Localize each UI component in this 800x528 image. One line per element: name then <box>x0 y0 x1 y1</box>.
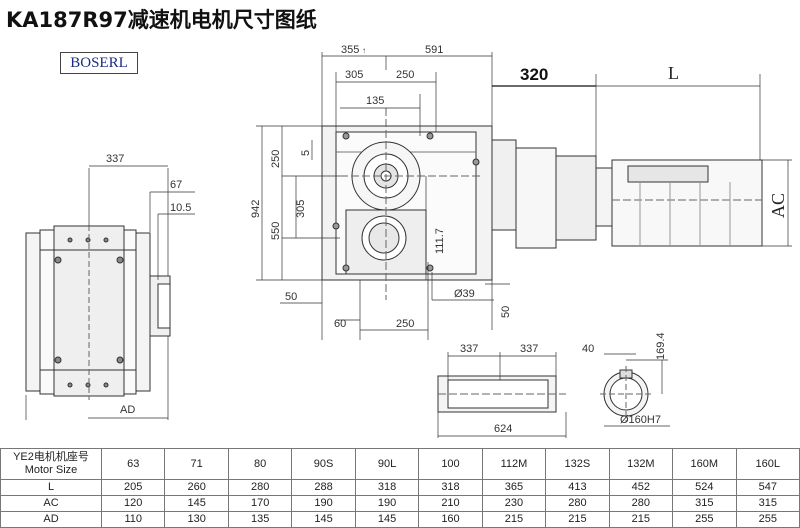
left-side-view <box>25 165 195 420</box>
row-label: AD <box>0 511 102 528</box>
dim-L: L <box>668 63 679 83</box>
table-cell: 547 <box>735 479 800 496</box>
dim-v550: 550 <box>270 222 282 240</box>
dim-337-left: 337 <box>106 153 124 165</box>
dim-b50: 50 <box>285 291 297 303</box>
table-row: AC 120 145 170 190 190 210 230 280 280 3… <box>0 495 800 512</box>
table-row: AD 110 130 135 145 145 160 215 215 215 2… <box>0 511 800 528</box>
table-cell: 365 <box>481 479 547 496</box>
table-cell: 315 <box>672 495 737 512</box>
technical-drawing: 337 67 10.5 AD 355 ↑ 591 305 250 135 250… <box>25 44 792 438</box>
table-cell: 145 <box>354 511 420 528</box>
table-cell: 524 <box>672 479 737 496</box>
table-cell: 210 <box>418 495 483 512</box>
dim-shaft-40: 40 <box>582 343 594 355</box>
table-cell: 230 <box>481 495 547 512</box>
dim-v250: 250 <box>270 150 282 168</box>
table-cell: 280 <box>608 495 674 512</box>
col-header: 100 <box>418 448 483 480</box>
table-cell: 135 <box>227 511 293 528</box>
dim-shaft-169-4: 169.4 <box>655 332 667 360</box>
col-header: 90S <box>291 448 356 480</box>
header-line-en: Motor Size <box>24 464 78 476</box>
page-title: KA187R97减速机电机尺寸图纸 <box>6 8 317 32</box>
table-cell: 280 <box>227 479 293 496</box>
dim-shaft-337a: 337 <box>460 343 478 355</box>
table-cell: 260 <box>164 479 229 496</box>
table-cell: 215 <box>545 511 610 528</box>
dim-b250: 250 <box>396 318 414 330</box>
row-label: AC <box>0 495 102 512</box>
table-cell: 215 <box>481 511 547 528</box>
dim-shaft-624: 624 <box>494 423 512 435</box>
dim-135: 135 <box>366 95 384 107</box>
dim-v305: 305 <box>295 200 307 218</box>
col-header: 160L <box>735 448 800 480</box>
dim-v5: 5 <box>300 150 312 156</box>
table-cell: 318 <box>354 479 420 496</box>
col-header: 112M <box>481 448 547 480</box>
table-cell: 145 <box>164 495 229 512</box>
dim-AC: AC <box>768 193 788 218</box>
table-cell: 120 <box>100 495 166 512</box>
table-cell: 160 <box>418 511 483 528</box>
motor-view <box>491 74 792 249</box>
dim-10-5: 10.5 <box>170 202 191 214</box>
table-cell: 318 <box>418 479 483 496</box>
col-header: 71 <box>164 448 229 480</box>
dim-shaft-dia160: Ø160H7 <box>620 414 661 426</box>
table-header-row: YE2电机机座号 Motor Size 63 71 80 90S 90L 100… <box>0 448 800 480</box>
dim-355-mark: ↑ <box>362 46 366 55</box>
shaft-view <box>437 352 670 438</box>
dim-67: 67 <box>170 179 182 191</box>
table-cell: 170 <box>227 495 293 512</box>
dim-dia39: Ø39 <box>454 288 475 300</box>
col-header: 80 <box>227 448 293 480</box>
dim-591: 591 <box>425 44 443 56</box>
dim-250-top: 250 <box>396 69 414 81</box>
brand-logo: BOSERL <box>60 52 138 74</box>
table-cell: 288 <box>291 479 356 496</box>
table-cell: 130 <box>164 511 229 528</box>
table-cell: 452 <box>608 479 674 496</box>
col-header: 63 <box>100 448 166 480</box>
dim-v50: 50 <box>500 306 512 318</box>
table-cell: 110 <box>100 511 166 528</box>
dim-305-top: 305 <box>345 69 363 81</box>
table-cell: 190 <box>291 495 356 512</box>
dim-shaft-337b: 337 <box>520 343 538 355</box>
table-cell: 255 <box>735 511 800 528</box>
header-line-cn: YE2电机机座号 <box>13 451 89 463</box>
table-cell: 315 <box>735 495 800 512</box>
dim-b60: 60 <box>334 318 346 330</box>
table-cell: 145 <box>291 511 356 528</box>
col-header: 132S <box>545 448 610 480</box>
motor-size-table: YE2电机机座号 Motor Size 63 71 80 90S 90L 100… <box>0 448 800 528</box>
dim-v111-7: 111.7 <box>434 228 446 254</box>
table-cell: 413 <box>545 479 610 496</box>
dim-ad: AD <box>120 404 135 416</box>
col-header: 160M <box>672 448 737 480</box>
dim-v942: 942 <box>250 200 262 218</box>
col-header: 132M <box>608 448 674 480</box>
table-cell: 255 <box>672 511 737 528</box>
col-header: 90L <box>354 448 420 480</box>
table-cell: 215 <box>608 511 674 528</box>
row-label: L <box>0 479 102 496</box>
table-cell: 190 <box>354 495 420 512</box>
dim-320: 320 <box>520 65 548 84</box>
table-row: L 205 260 280 288 318 318 365 413 452 52… <box>0 479 800 496</box>
table-cell: 205 <box>100 479 166 496</box>
table-cell: 280 <box>545 495 610 512</box>
table-header-label: YE2电机机座号 Motor Size <box>0 448 102 480</box>
front-view <box>256 52 510 340</box>
dim-355: 355 <box>341 44 359 56</box>
